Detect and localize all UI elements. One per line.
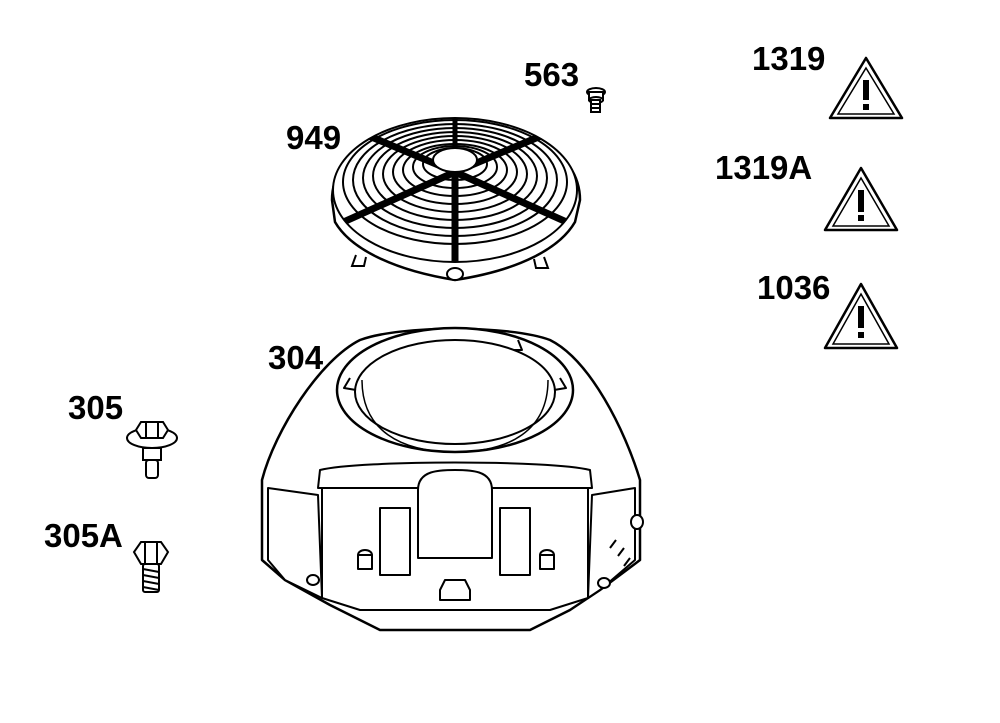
screw-icon [586, 87, 606, 113]
part-number-305: 305 [68, 389, 124, 426]
part-number-949: 949 [286, 119, 342, 156]
blower-housing-icon [260, 326, 644, 632]
part-number-1319a: 1319A [715, 149, 813, 186]
warning-triangle-icon [828, 56, 904, 120]
warning-triangle-icon [823, 166, 899, 232]
part-number-563: 563 [524, 56, 580, 93]
warning-triangle-icon [823, 282, 899, 350]
part-number-1036: 1036 [757, 269, 831, 306]
part-number-1319: 1319 [752, 40, 826, 77]
fan-guard-icon [330, 117, 582, 282]
flange-bolt-icon [126, 421, 178, 479]
hex-bolt-icon [132, 541, 170, 593]
part-number-304: 304 [268, 339, 324, 376]
part-number-305a: 305A [44, 517, 123, 554]
